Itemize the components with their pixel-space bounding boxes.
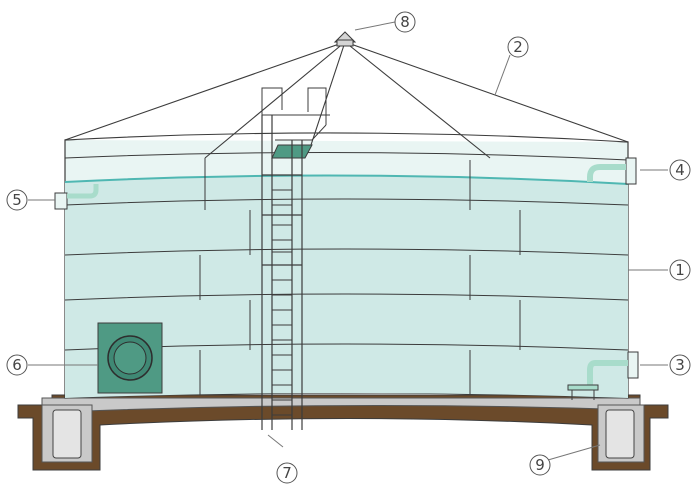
anchor-right — [605, 409, 635, 459]
overflow-nozzle — [587, 157, 637, 185]
svg-text:7: 7 — [282, 464, 292, 482]
water-fill — [65, 175, 628, 398]
callout-9: 9 — [529, 454, 551, 476]
svg-text:5: 5 — [12, 191, 22, 209]
svg-text:3: 3 — [675, 356, 685, 374]
svg-text:4: 4 — [675, 161, 685, 179]
svg-text:8: 8 — [400, 13, 410, 31]
roof-vent — [333, 31, 357, 47]
callout-6: 6 — [6, 354, 28, 376]
ladder — [261, 115, 303, 430]
svg-text:9: 9 — [535, 456, 545, 474]
svg-text:6: 6 — [12, 356, 22, 374]
callout-4: 4 — [669, 159, 691, 181]
foundation-brown — [17, 394, 669, 471]
water-surface — [64, 174, 629, 185]
anchor-left — [52, 409, 82, 459]
concrete-slab — [41, 397, 641, 413]
foundation — [17, 394, 669, 471]
svg-text:1: 1 — [675, 261, 685, 279]
shell-panel-seams — [64, 151, 629, 395]
roof — [64, 41, 629, 159]
callout-1: 1 — [669, 259, 691, 281]
callout-7: 7 — [276, 462, 298, 484]
outlet-nozzle — [567, 351, 639, 400]
inlet-nozzle — [54, 184, 99, 210]
callout-2: 2 — [507, 36, 529, 58]
svg-text:2: 2 — [513, 38, 523, 56]
callout-8: 8 — [394, 11, 416, 33]
manway — [97, 322, 163, 394]
callout-3: 3 — [669, 354, 691, 376]
callout-5: 5 — [6, 189, 28, 211]
callout-leaders — [28, 21, 668, 461]
callout-markers: 1 2 3 4 5 6 7 8 9 — [6, 11, 691, 484]
